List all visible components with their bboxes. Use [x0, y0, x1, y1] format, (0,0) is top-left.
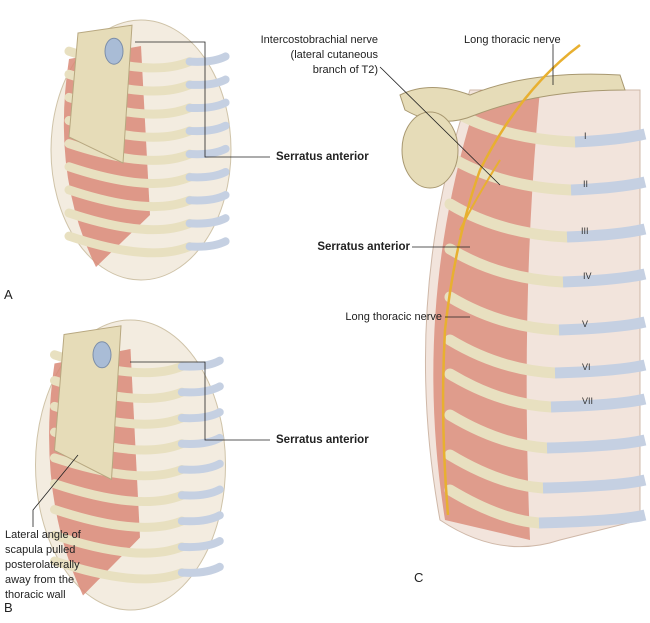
b-costal-cartilage [177, 356, 224, 371]
b-rib [50, 504, 187, 532]
label-b-scapula: Lateral angle of scapula pulled posterol… [5, 528, 81, 603]
rib-numeral: VI [582, 362, 591, 372]
label-a-serratus-anterior: Serratus anterior [276, 151, 369, 163]
a-costal-cartilage [185, 214, 230, 228]
c-costal-cartilage [542, 474, 647, 494]
b-costal-cartilage [177, 408, 224, 423]
panel-label-a: A [4, 287, 13, 302]
c-rib [444, 243, 569, 288]
b-rib [50, 479, 187, 507]
leader-b-scapula [32, 454, 79, 527]
label-line: scapula pulled [5, 544, 76, 556]
rib-numeral: V [582, 319, 589, 329]
c-costal-cartilage [566, 223, 647, 243]
b-glenoid [92, 341, 112, 369]
c-costal-cartilage [570, 176, 647, 196]
c-rib [444, 291, 565, 336]
b-costal-cartilage [177, 433, 224, 448]
panel-label-b: B [4, 600, 13, 615]
b-costal-cartilage [177, 382, 224, 397]
c-humeral-head [401, 111, 459, 189]
label-line: posterolaterally [5, 559, 80, 571]
c-rib [444, 484, 545, 529]
a-costal-cartilage [185, 237, 230, 251]
label-c-serratus-anterior: Serratus anterior [317, 241, 410, 253]
c-clavicle-acromion [399, 73, 626, 122]
a-rib [64, 185, 195, 212]
c-rib [444, 368, 557, 413]
rib-numeral: I [584, 131, 587, 141]
leader-b-serratus [130, 361, 270, 441]
a-costal-cartilage [185, 121, 230, 136]
c-costal-cartilage [558, 316, 647, 336]
b-rib [50, 556, 187, 584]
label-line: branch of T2) [312, 64, 378, 76]
a-costal-cartilage [185, 144, 230, 159]
a-rib [64, 208, 195, 235]
a-costal-cartilage [185, 52, 230, 66]
c-rib [444, 449, 549, 494]
a-costal-cartilage [185, 191, 230, 205]
panel-label-c: C [414, 570, 424, 585]
c-costal-cartilage [554, 359, 647, 379]
label-c-long-thoracic-top: Long thoracic nerve [464, 34, 561, 46]
c-rib [444, 334, 561, 379]
rib-numeral: IV [583, 271, 592, 281]
c-costal-cartilage [546, 434, 647, 454]
c-rib [444, 409, 553, 454]
c-long-thoracic-nerve [441, 44, 581, 516]
c-rib [444, 198, 573, 243]
a-costal-cartilage [185, 75, 230, 89]
label-line: away from the [5, 574, 75, 586]
label-c-intercostobrachial: Intercostobrachial nerve (lateral cutane… [240, 33, 378, 78]
b-costal-cartilage [177, 537, 224, 552]
b-rib [50, 453, 187, 481]
a-rib [64, 139, 195, 165]
c-costal-cartilage [574, 128, 647, 148]
leader-c-intercosto [379, 66, 501, 186]
b-costal-cartilage [177, 562, 224, 577]
a-rib [64, 162, 195, 188]
c-intercostobrachial-nerve [459, 159, 501, 231]
a-rib [64, 231, 195, 258]
label-line: thoracic wall [5, 589, 66, 601]
c-rib [444, 151, 577, 196]
rib-numeral: VII [582, 396, 594, 406]
label-line: Intercostobrachial nerve [260, 34, 378, 46]
leader-a-serratus [135, 41, 270, 158]
label-line: (lateral cutaneous [290, 49, 378, 61]
a-costal-cartilage [185, 98, 230, 113]
rib-numeral: III [581, 226, 589, 236]
b-costal-cartilage [177, 459, 224, 474]
c-costal-cartilage [562, 268, 647, 288]
c-costal-cartilage [538, 509, 647, 529]
b-rib [50, 530, 187, 558]
b-costal-cartilage [177, 511, 224, 526]
a-costal-cartilage [185, 167, 230, 182]
a-glenoid [104, 37, 124, 65]
c-costal-cartilage [550, 393, 647, 413]
label-b-serratus-anterior: Serratus anterior [276, 434, 369, 446]
b-costal-cartilage [177, 485, 224, 500]
label-line: Lateral angle of [5, 529, 81, 541]
rib-numeral: II [583, 179, 589, 189]
label-c-long-thoracic-side: Long thoracic nerve [345, 311, 442, 323]
